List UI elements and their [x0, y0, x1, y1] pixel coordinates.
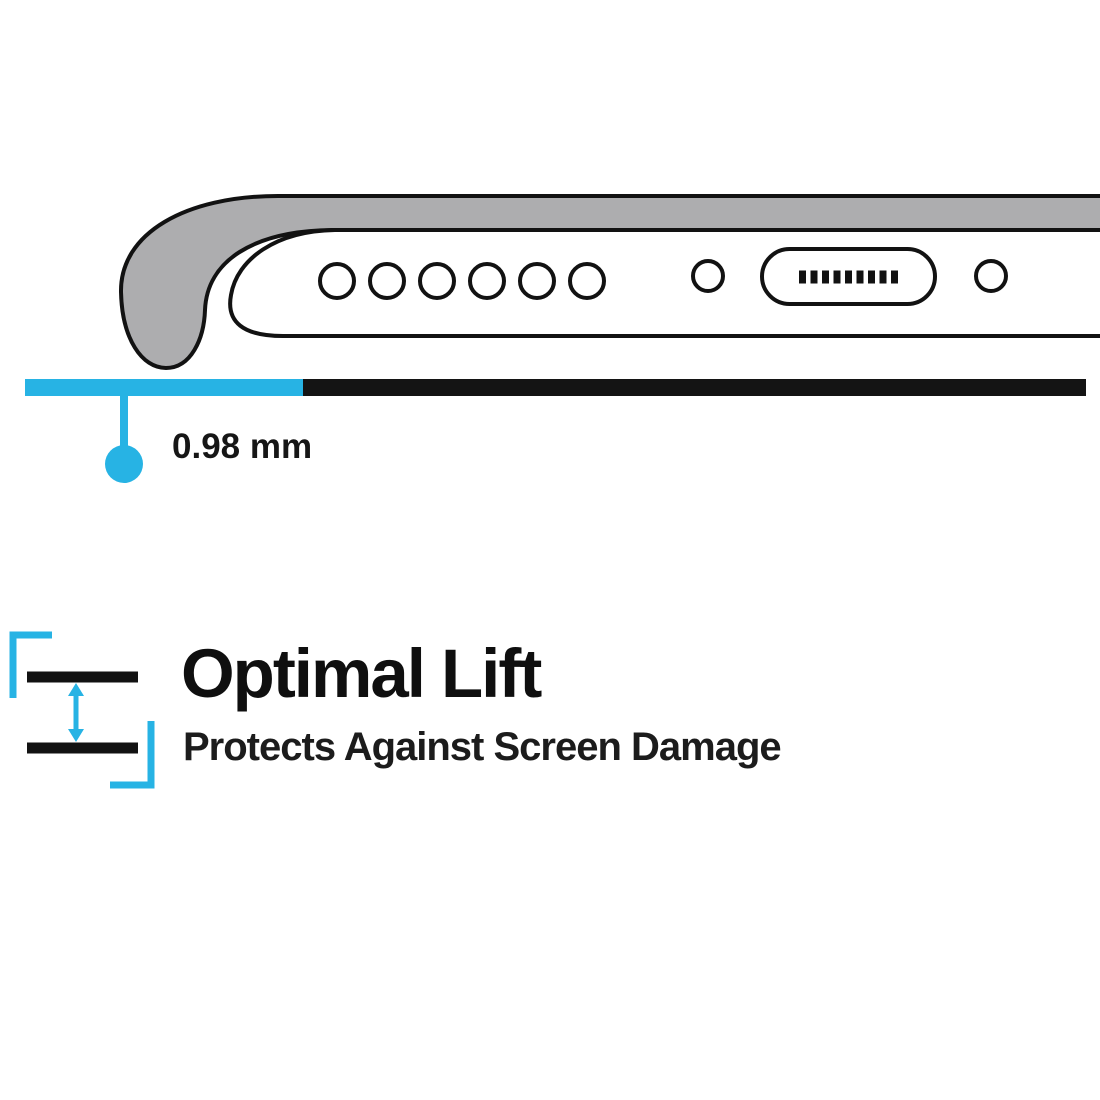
screw-hole-icon: [974, 259, 1008, 293]
charging-port-icon: [760, 247, 937, 306]
speaker-hole-icon: [518, 262, 556, 300]
measurement-label: 0.98 mm: [172, 427, 313, 466]
bracket-top-left-icon: [9, 631, 52, 698]
speaker-hole-icon: [368, 262, 406, 300]
speaker-holes: [318, 262, 606, 300]
phone-body: [228, 228, 1100, 338]
case-shell: [118, 194, 1100, 370]
gap-arrow-down-icon: [68, 729, 84, 742]
speaker-hole-icon: [468, 262, 506, 300]
feature-title: Optimal Lift: [181, 635, 542, 712]
speaker-hole-icon: [318, 262, 356, 300]
speaker-hole-icon: [568, 262, 606, 300]
mic-hole-icon: [691, 259, 725, 293]
lift-bar-dark: [303, 379, 1086, 396]
phone-case-illustration: [25, 194, 1100, 483]
lift-gap-icon: [9, 631, 155, 789]
speaker-hole-icon: [418, 262, 456, 300]
feature-subtitle: Protects Against Screen Damage: [183, 725, 782, 769]
measure-pointer-line: [120, 394, 128, 447]
lift-bar-accent: [25, 379, 303, 396]
gap-arrow-up-icon: [68, 683, 84, 696]
measure-pointer-dot: [105, 445, 143, 483]
bracket-bottom-right-icon: [110, 721, 155, 789]
